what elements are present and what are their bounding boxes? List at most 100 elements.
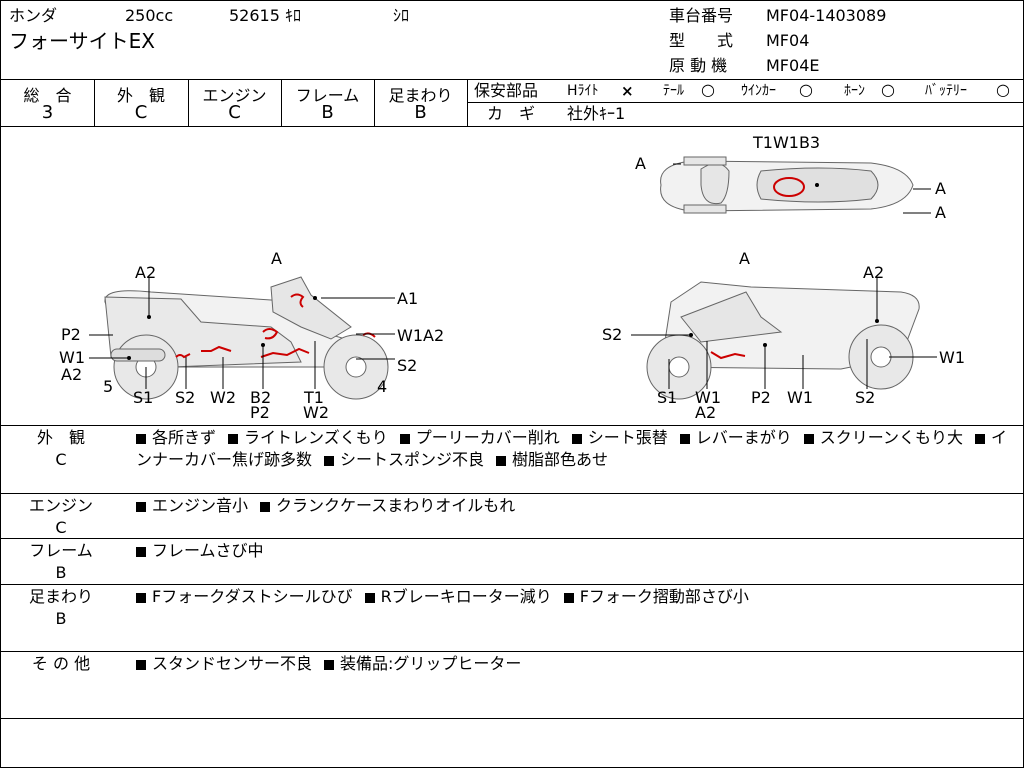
note-text: プーリーカバー削れ	[415, 428, 560, 447]
diagram-label: W1	[59, 348, 85, 367]
section-title: そ の 他	[31, 654, 91, 673]
diagram-label: A	[739, 249, 750, 268]
note-text: スクリーンくもり大	[819, 428, 963, 447]
diagram-label: 5	[103, 377, 113, 396]
grade-label-exterior: 外 観	[116, 86, 165, 105]
diagram-label: A1	[397, 289, 418, 308]
diagram-label: 4	[377, 377, 387, 396]
diagram-label: W2	[303, 403, 329, 422]
note-text: エンジン音小	[152, 496, 249, 515]
note-item: インナーカバー焦げ跡多数	[136, 428, 1007, 469]
note-item: レバーまがり	[679, 428, 798, 447]
grade-value-engine: C	[228, 102, 241, 123]
safety-mark-battery: ○	[996, 80, 1010, 99]
diagram-label: S1	[133, 388, 153, 407]
note-text: Rブレーキローター減り	[380, 587, 552, 606]
safety-mark-winker: ○	[799, 80, 813, 99]
grade-value-suspension: B	[414, 102, 427, 123]
diagram-label: T1	[303, 388, 324, 407]
note-item: Fフォーク摺動部さび小	[563, 587, 755, 606]
note-item: クランクケースまわりオイルもれ	[260, 496, 521, 515]
note-text: シートスポンジ不良	[340, 450, 485, 469]
bullet-icon	[679, 433, 690, 444]
frame-number-label: 車台番号	[669, 6, 734, 25]
bullet-icon	[136, 501, 146, 512]
note-item: 各所きず	[136, 428, 222, 447]
section-items: 各所きずライトレンズくもり プーリーカバー削れシート張替 レバーまがり スクリーンくも…	[136, 427, 1011, 471]
diagram-label: W2	[210, 388, 236, 407]
section-title: 足まわり	[28, 587, 93, 606]
note-item: Fフォークダストシールひび	[136, 587, 359, 606]
note-item: スタンドセンサー不良	[136, 654, 318, 673]
diagram-label: W1A2	[397, 326, 444, 345]
grade-value-exterior: C	[134, 102, 148, 123]
bullet-icon	[496, 455, 507, 466]
color: ｼﾛ	[393, 6, 410, 25]
grade-label-suspension: 足まわり	[388, 86, 453, 105]
bullet-icon	[803, 433, 814, 444]
section-label: エンジン C	[11, 495, 111, 539]
note-item: 樹脂部色あせ	[496, 450, 614, 469]
bullet-icon	[136, 546, 146, 557]
diagram-label: S2	[397, 356, 417, 375]
section-grade: B	[55, 563, 67, 582]
section-grade: B	[55, 609, 67, 628]
bullet-icon	[324, 455, 335, 466]
section-title: エンジン	[28, 496, 93, 515]
bullet-icon	[974, 433, 985, 444]
mileage: 52615 ｷﾛ	[229, 6, 301, 25]
note-text: 各所きず	[152, 428, 217, 447]
note-text: インナーカバー焦げ跡多数	[136, 428, 1007, 469]
grade-value-overall: 3	[41, 102, 54, 123]
safety-item-winker: ｳｲﾝｶｰ	[741, 83, 776, 99]
note-item: ライトレンズくもり	[228, 428, 394, 447]
diagram-label: A2	[61, 365, 82, 384]
bullet-icon	[136, 433, 146, 444]
diagram-label: A	[935, 203, 946, 222]
bullet-icon	[571, 433, 582, 444]
note-item: シート張替	[571, 428, 674, 447]
safety-item-headlight: Hﾗｲﾄ	[567, 83, 599, 99]
safety-item-battery: ﾊﾞｯﾃﾘｰ	[925, 83, 967, 99]
diagram-label: S1	[657, 388, 677, 407]
note-item: フレームさび中	[136, 541, 270, 560]
bullet-icon	[563, 592, 574, 603]
note-item: 装備品:グリップヒーター	[324, 654, 527, 673]
section-items: スタンドセンサー不良 装備品:グリップヒーター	[136, 653, 1011, 675]
diagram-label: A	[935, 179, 946, 198]
bullet-icon	[136, 592, 146, 603]
section-title: 外 観	[36, 428, 85, 447]
diagram-label: P2	[250, 403, 270, 422]
diagram-label: A	[271, 249, 282, 268]
key-value: 社外ｷｰ1	[567, 104, 626, 123]
key-label: カ ギ	[487, 104, 536, 123]
diagram-label: A	[635, 154, 646, 173]
note-text: クランクケースまわりオイルもれ	[276, 496, 516, 515]
bullet-icon	[399, 433, 410, 444]
engine-model-value: MF04E	[766, 56, 820, 75]
diagram-label: S2	[175, 388, 195, 407]
diagram-label: P2	[61, 325, 81, 344]
note-item: エンジン音小	[136, 496, 254, 515]
note-text: 装備品:グリップヒーター	[340, 654, 522, 673]
diagram-label: W1	[939, 348, 965, 367]
bullet-icon	[364, 592, 375, 603]
safety-item-horn: ﾎｰﾝ	[844, 83, 865, 99]
safety-item-tail: ﾃｰﾙ	[663, 83, 684, 99]
section-grade: C	[55, 518, 67, 537]
diagram-label: A2	[695, 403, 716, 422]
displacement: 250cc	[125, 6, 174, 25]
section-label: そ の 他	[11, 653, 111, 675]
grade-label-overall: 総 合	[23, 86, 72, 105]
section-title: フレーム	[29, 541, 93, 560]
diagram-label: S2	[855, 388, 875, 407]
bullet-icon	[228, 433, 239, 444]
grade-value-frame: B	[321, 102, 334, 123]
diagram-label: A2	[135, 263, 156, 282]
motorcycle-damage-diagram: T1W1B3 A A A A A2 A1 P2 W1A2 W1 A2 S2 5 …	[59, 133, 965, 422]
note-text: レバーまがり	[695, 428, 792, 447]
engine-model-label: 原 動 機	[669, 56, 728, 75]
type-label: 型 式	[669, 31, 734, 50]
